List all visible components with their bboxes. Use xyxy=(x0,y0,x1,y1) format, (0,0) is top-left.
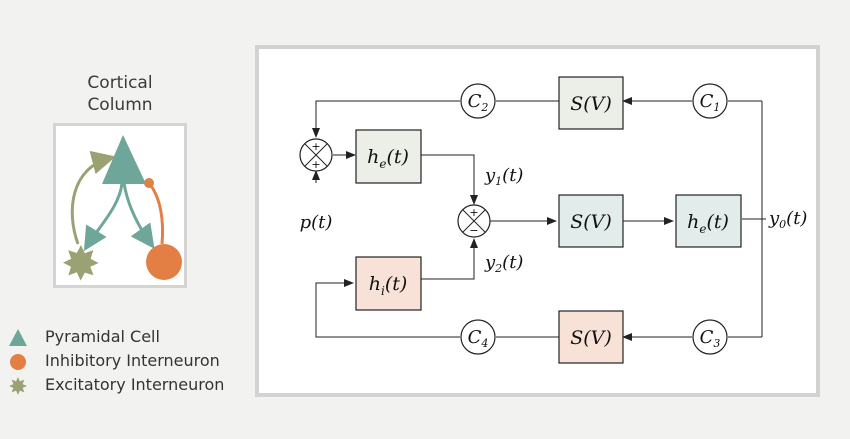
inhibitory-to-pyramidal-connection xyxy=(147,182,165,245)
sigmoid-block-middle: S(V) xyxy=(558,194,624,248)
he-right-label: he(t) xyxy=(687,211,729,236)
legend-item-excitatory: Excitatory Interneuron xyxy=(8,374,248,398)
legend-label-inhibitory: Inhibitory Interneuron xyxy=(45,351,220,370)
he-top-label: he(t) xyxy=(367,146,409,171)
neural-mass-block-diagram: + + + − S(V) S(V) S(V) he(t) xyxy=(255,45,820,397)
y1-label: y1(t) xyxy=(484,165,523,188)
pyramidal-cell-triangle xyxy=(102,135,146,184)
c1-label: C1 xyxy=(700,91,721,114)
title-line-1: Cortical xyxy=(87,73,153,93)
sum2-sign-bottom: − xyxy=(469,224,478,237)
excitatory-star-icon xyxy=(9,377,27,395)
hi-label: hi(t) xyxy=(369,273,408,298)
title-line-2: Column xyxy=(87,95,153,115)
y0-label: y0(t) xyxy=(768,208,807,231)
constant-c4: C4 xyxy=(460,319,496,355)
wire-c2-to-sum1 xyxy=(312,100,460,138)
c3-label: C3 xyxy=(700,327,721,350)
inhibitory-synapse-dot xyxy=(144,178,154,188)
inhibitory-circle-icon xyxy=(10,354,26,370)
legend-item-pyramidal: Pyramidal Cell xyxy=(8,326,248,350)
cortical-column-title: Cortical Column xyxy=(60,72,180,116)
legend: Pyramidal Cell Inhibitory Interneuron Ex… xyxy=(8,326,248,398)
excitatory-interneuron-star xyxy=(63,245,99,281)
sigmoid-bottom-label: S(V) xyxy=(570,327,612,349)
legend-label-pyramidal: Pyramidal Cell xyxy=(45,327,160,346)
legend-item-inhibitory: Inhibitory Interneuron xyxy=(8,350,248,374)
sigmoid-top-label: S(V) xyxy=(570,93,612,115)
constant-c1: C1 xyxy=(692,83,728,119)
sigmoid-block-bottom: S(V) xyxy=(558,310,624,364)
sum2-sign-top: + xyxy=(469,206,478,219)
excitatory-kernel-block-right: he(t) xyxy=(675,194,742,248)
cortical-column-illustration xyxy=(53,123,187,288)
sum1-sign-bottom: + xyxy=(311,158,320,171)
c4-label: C4 xyxy=(468,327,489,350)
sigmoid-block-top: S(V) xyxy=(558,76,624,130)
sigmoid-middle-label: S(V) xyxy=(570,211,612,233)
wire-hi-to-sum2 xyxy=(421,238,478,280)
wire-he-to-sum2 xyxy=(421,154,478,205)
excitatory-to-pyramidal-connection xyxy=(70,150,116,245)
constant-c3: C3 xyxy=(692,319,728,355)
input-p-label: p(t) xyxy=(300,212,333,233)
legend-label-excitatory: Excitatory Interneuron xyxy=(45,375,225,394)
pyramidal-triangle-icon xyxy=(9,329,27,346)
wire-c4-to-hi xyxy=(315,279,460,338)
inhibitory-kernel-block: hi(t) xyxy=(355,256,422,311)
pyramidal-to-inhibitory-connection xyxy=(122,182,155,249)
summing-junction-2: + − xyxy=(457,204,491,238)
sum1-sign-top: + xyxy=(311,140,320,153)
summing-junction-1: + + xyxy=(299,138,333,172)
pyramidal-to-excitatory-connection xyxy=(83,182,124,252)
y2-label: y2(t) xyxy=(484,252,523,275)
constant-c2: C2 xyxy=(460,83,496,119)
inhibitory-interneuron-circle xyxy=(146,244,182,280)
excitatory-kernel-block-top: he(t) xyxy=(355,129,422,184)
c2-label: C2 xyxy=(468,91,489,114)
